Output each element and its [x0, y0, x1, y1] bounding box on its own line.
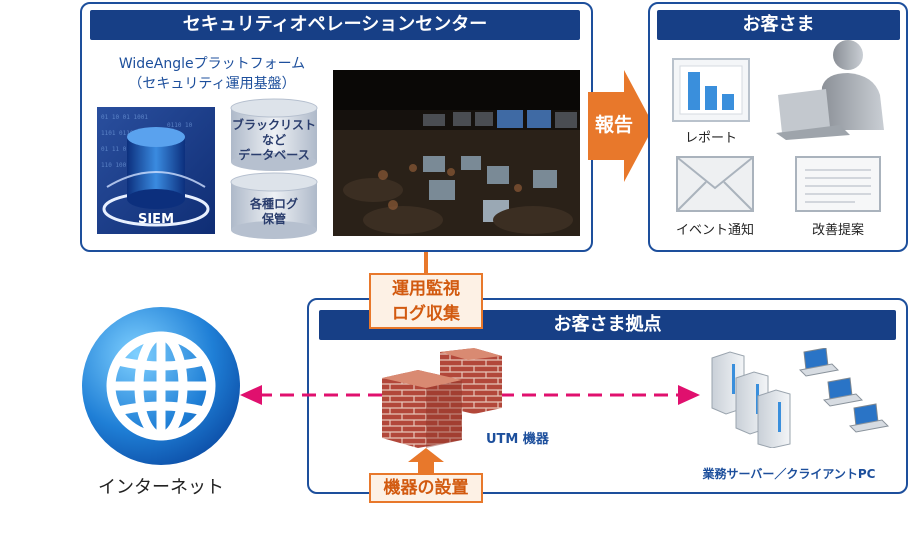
customer-title: お客さま — [657, 10, 900, 40]
firewall-brick-icon — [382, 348, 502, 448]
operations-room-photo — [333, 70, 580, 236]
svg-text:01 11 0101: 01 11 0101 — [101, 146, 138, 153]
report-arrow-icon — [588, 70, 654, 182]
platform-title-2: （セキュリティ運用基盤） — [128, 76, 296, 92]
servers-clients-label: 業務サーバー／クライアントPC — [702, 467, 876, 481]
install-up-arrow-icon — [408, 448, 444, 474]
document-icon — [795, 156, 881, 212]
soc-title: セキュリティオペレーションセンター — [90, 10, 580, 40]
utm-label: UTM 機器 — [486, 432, 549, 447]
report-chart-icon — [672, 58, 750, 122]
siem-icon: 01 10 01 1001 1101 0110 10 01 11 0101 110 … — [97, 107, 215, 234]
improvement-proposal-label: 改善提案 — [811, 223, 864, 238]
report-label: レポート — [684, 131, 737, 146]
platform-title-1: WideAngleプラットフォーム — [118, 56, 306, 72]
svg-text:1101 0110 10: 1101 0110 10 — [101, 130, 145, 137]
blacklist-db-label: ブラックリスト など データベース — [231, 118, 316, 162]
globe-icon — [82, 307, 240, 465]
install-label: 機器の設置 — [369, 473, 483, 503]
server-client-icon — [711, 348, 890, 448]
report-arrow-label: 報告 — [594, 114, 633, 136]
log-storage-cylinder-icon — [230, 172, 318, 239]
database-cylinder-icon — [230, 98, 318, 171]
user-at-laptop-icon — [776, 40, 884, 140]
monitor-log-collection-label: 運用監視 ログ収集 — [369, 273, 483, 329]
svg-text:110 1001 01: 110 1001 01 — [101, 162, 141, 169]
svg-text:01 10 01 1001: 01 10 01 1001 — [101, 114, 148, 121]
event-notification-label: イベント通知 — [675, 223, 754, 238]
internet-label: インターネット — [98, 477, 224, 498]
log-storage-label: 各種ログ 保管 — [249, 197, 298, 226]
envelope-icon — [676, 156, 754, 212]
siem-label: SIEM — [138, 212, 174, 227]
svg-text:0110 10: 0110 10 — [167, 122, 193, 129]
